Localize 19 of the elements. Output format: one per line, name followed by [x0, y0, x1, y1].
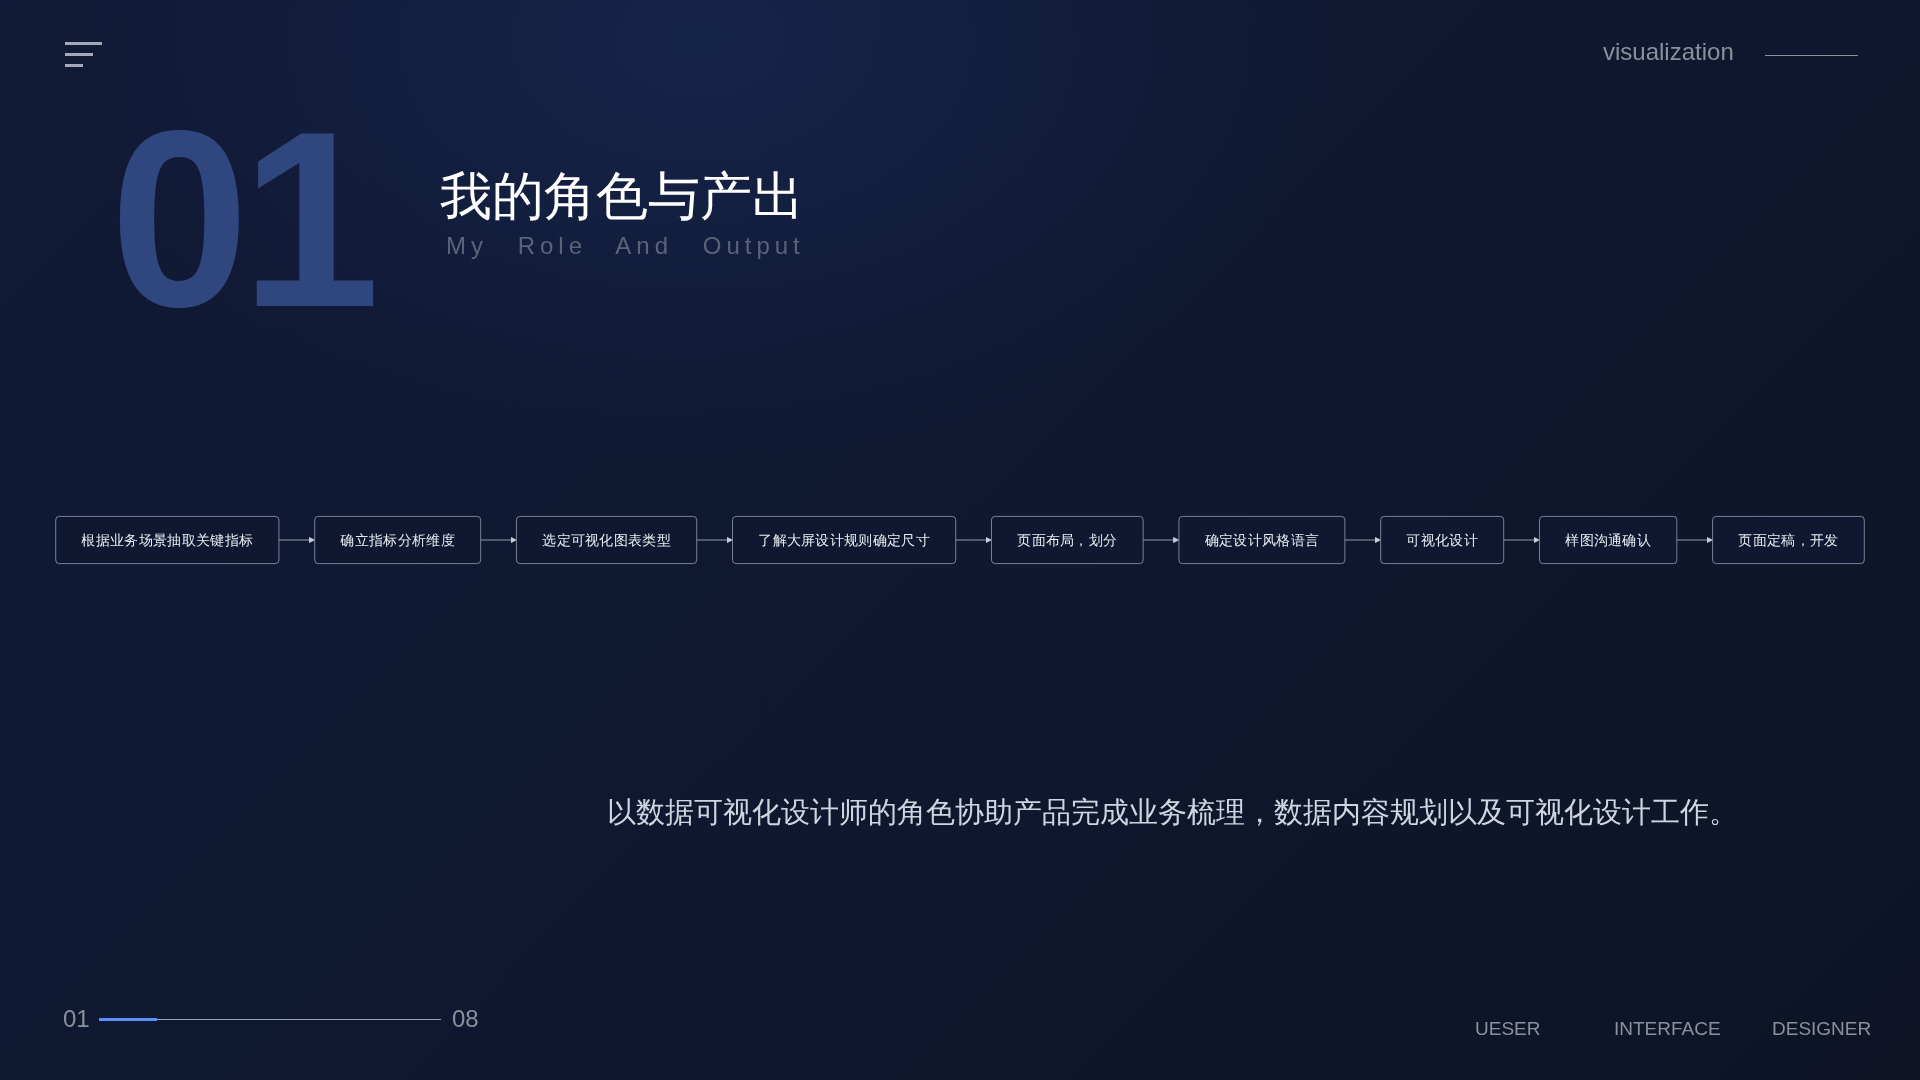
process-box: 根据业务场景抽取关键指标 [55, 516, 280, 564]
subtitle: My Role And Output [446, 232, 805, 261]
process-box: 页面定稿，开发 [1712, 516, 1865, 564]
process-box: 确定设计风格语言 [1178, 516, 1346, 564]
process-box: 可视化设计 [1380, 516, 1505, 564]
footer-label: UESER [1475, 1018, 1541, 1041]
process-box: 样图沟通确认 [1539, 516, 1678, 564]
section-number: 01 [110, 95, 373, 345]
slide-title: 我的角色与产出 [440, 166, 804, 227]
process-box: 确立指标分析维度 [314, 516, 482, 564]
process-box: 了解大屏设计规则确定尺寸 [732, 516, 957, 564]
page-number: 01 [63, 1005, 90, 1034]
process-box: 选定可视化图表类型 [516, 516, 698, 564]
section-label: visualization [1603, 38, 1734, 67]
footer-label: DESIGNER [1772, 1018, 1872, 1041]
page-total: 08 [452, 1005, 479, 1034]
footer-label: INTERFACE [1614, 1018, 1721, 1041]
description-text: 以数据可视化设计师的角色协助产品完成业务梳理，数据内容规划以及可视化设计工作。 [607, 795, 1738, 830]
process-box: 页面布局，划分 [991, 516, 1144, 564]
